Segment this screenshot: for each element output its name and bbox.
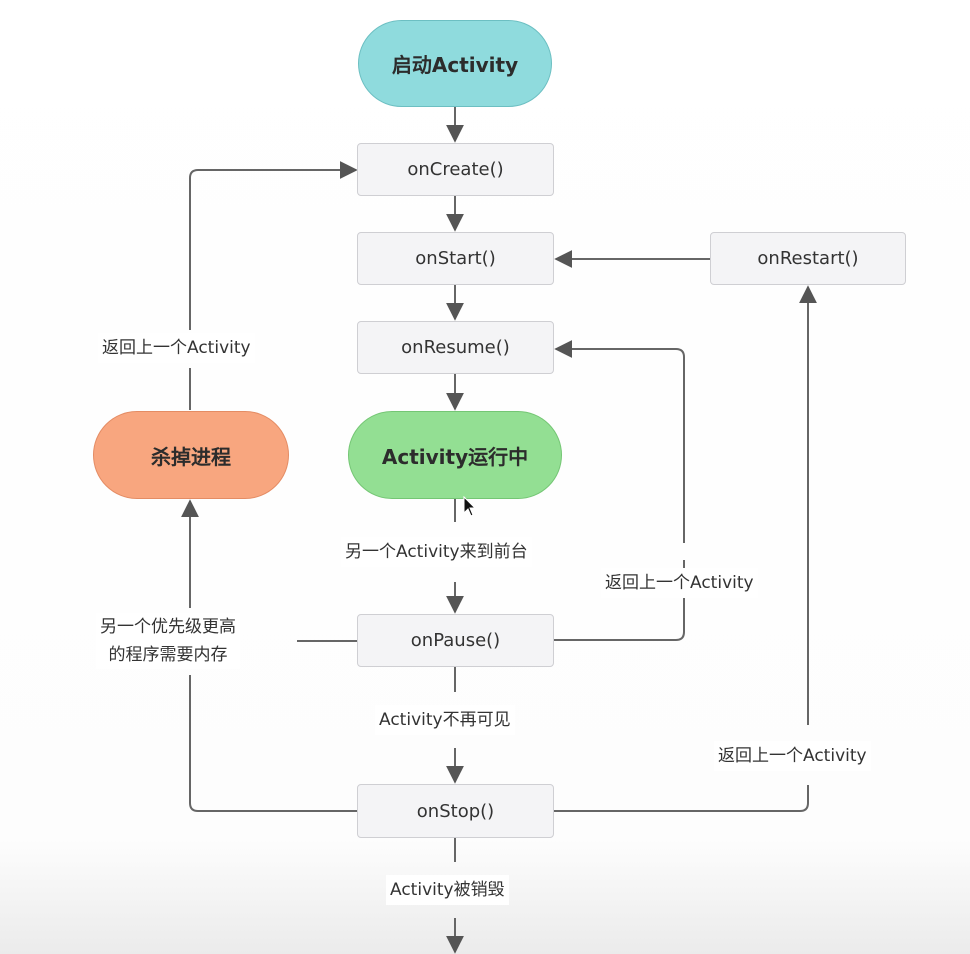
edge-stop-to-restart xyxy=(554,785,809,812)
edge-label-not-visible: Activity不再可见 xyxy=(375,705,515,735)
on-restart-node: onRestart() xyxy=(710,232,906,285)
edge-stop-to-kill xyxy=(189,675,357,812)
edge-pause-to-resume xyxy=(554,560,685,641)
edge-label-memory: 另一个优先级更高 的程序需要内存 xyxy=(96,613,240,669)
edge-kill-to-create xyxy=(189,161,358,330)
edge-label-back-to-restart: 返回上一个Activity xyxy=(714,741,871,771)
start-activity-node: 启动Activity xyxy=(358,20,552,107)
edge-label-memory-line2: 的程序需要内存 xyxy=(108,645,228,665)
edge-label-back-to-resume: 返回上一个Activity xyxy=(601,568,758,598)
on-stop-node: onStop() xyxy=(357,784,554,838)
on-resume-node: onResume() xyxy=(357,321,554,374)
edge-label-memory-line1: 另一个优先级更高 xyxy=(100,617,236,637)
kill-process-node: 杀掉进程 xyxy=(93,411,289,499)
mouse-cursor-icon xyxy=(463,496,477,517)
edge-pause-to-resume-b xyxy=(554,340,685,543)
edge-label-another-foreground: 另一个Activity来到前台 xyxy=(341,537,532,567)
edge-label-back-to-create: 返回上一个Activity xyxy=(98,333,255,363)
on-pause-node: onPause() xyxy=(357,614,554,667)
activity-running-node: Activity运行中 xyxy=(348,411,562,499)
on-create-node: onCreate() xyxy=(357,143,554,196)
edge-label-destroyed: Activity被销毁 xyxy=(386,875,509,905)
on-start-node: onStart() xyxy=(357,232,554,285)
